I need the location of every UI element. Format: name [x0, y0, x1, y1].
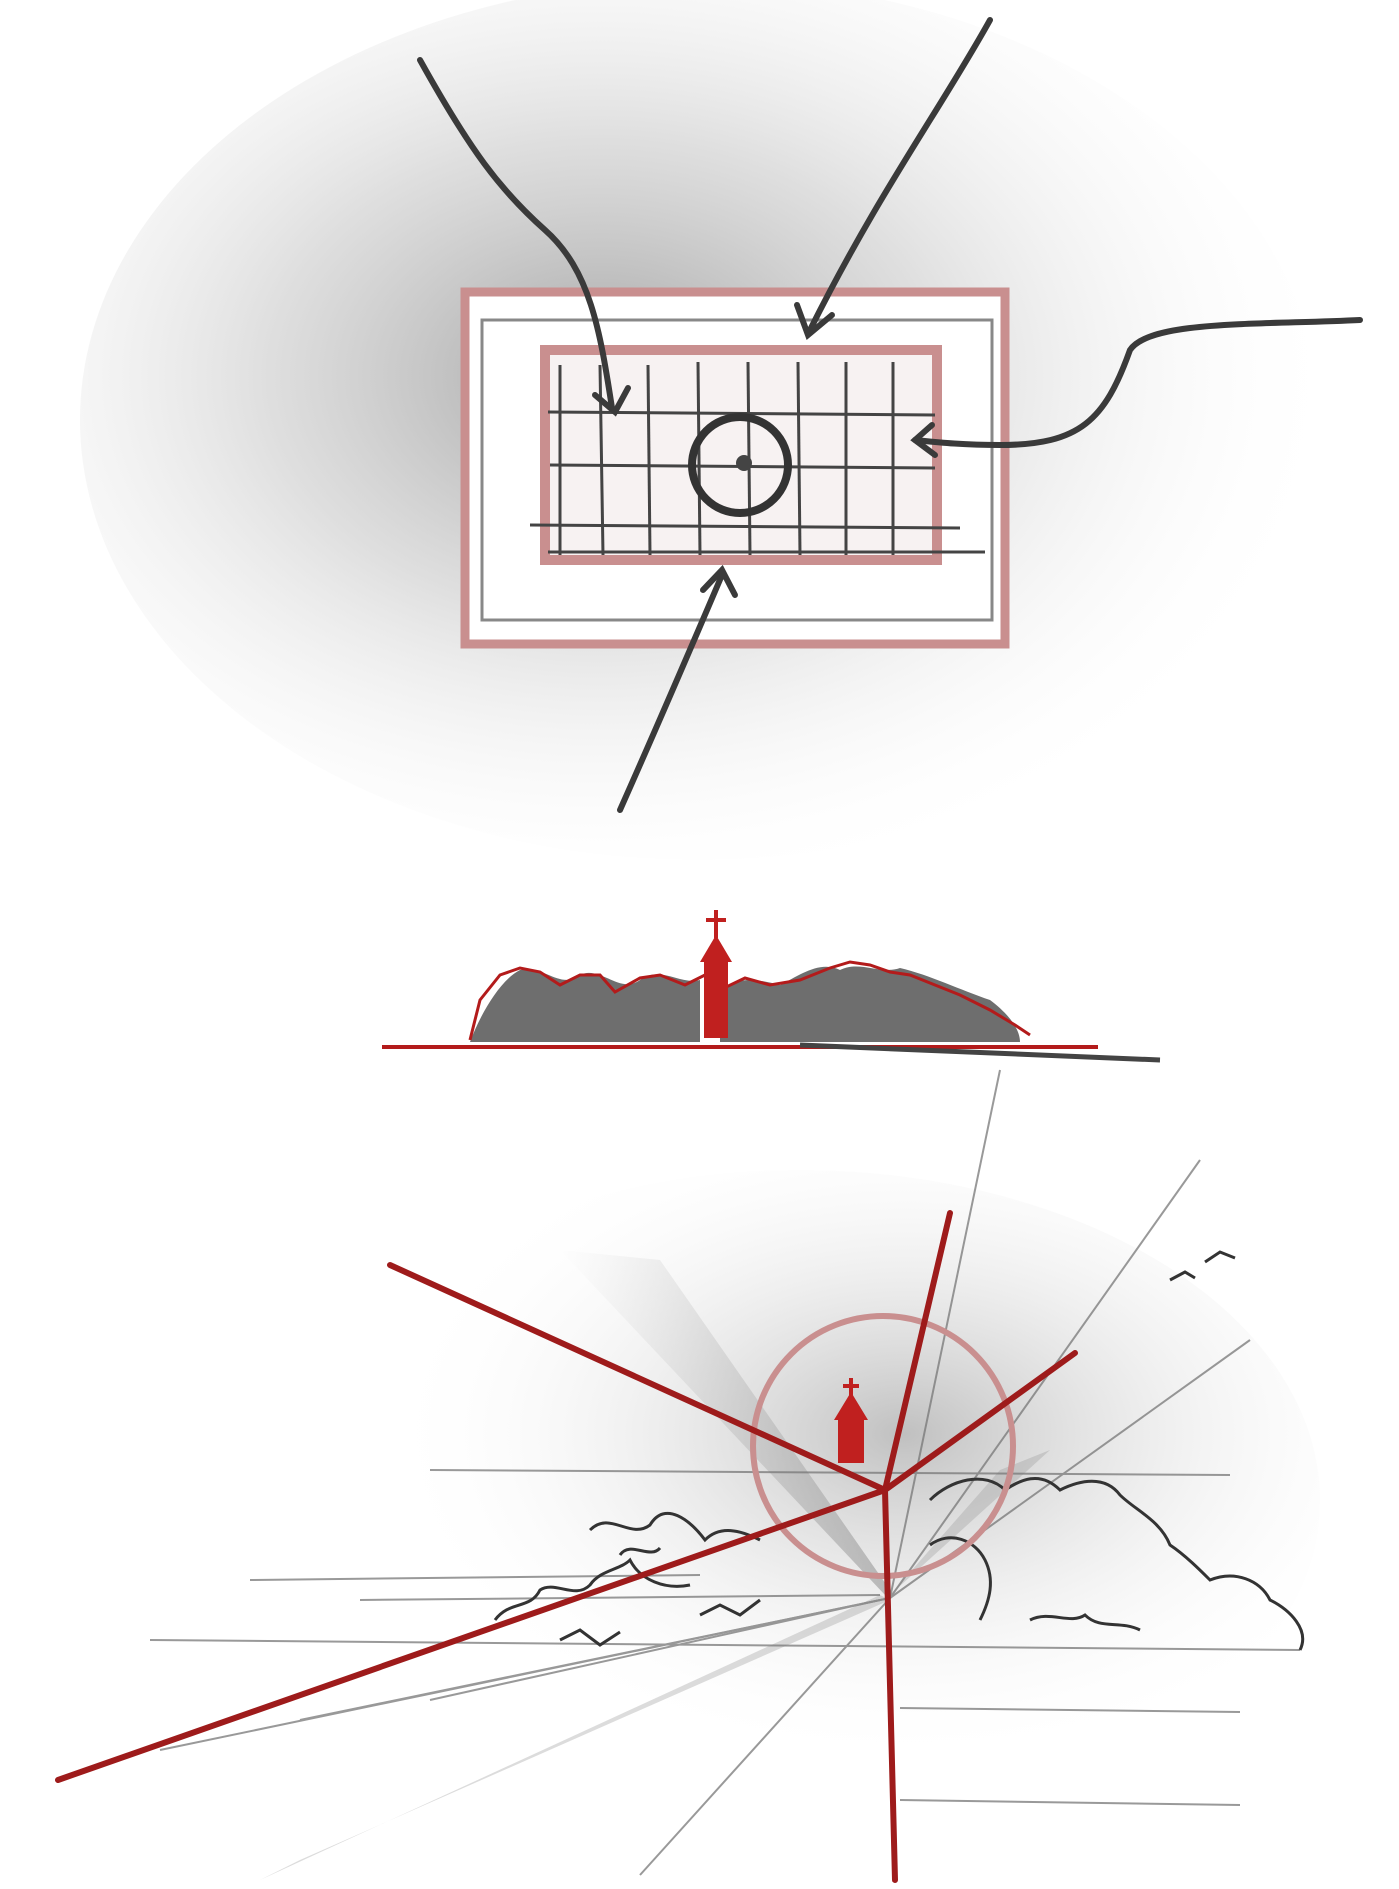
church-spire-icon — [700, 910, 732, 1038]
skyline-mass-right — [720, 966, 1020, 1042]
panel-focal-framing — [80, 0, 1360, 860]
panel-skyline — [382, 910, 1160, 1060]
birds-icon — [1170, 1252, 1235, 1280]
focal-dot — [736, 455, 752, 471]
panel-converging — [58, 1070, 1320, 1880]
skyline-mass — [470, 969, 700, 1042]
